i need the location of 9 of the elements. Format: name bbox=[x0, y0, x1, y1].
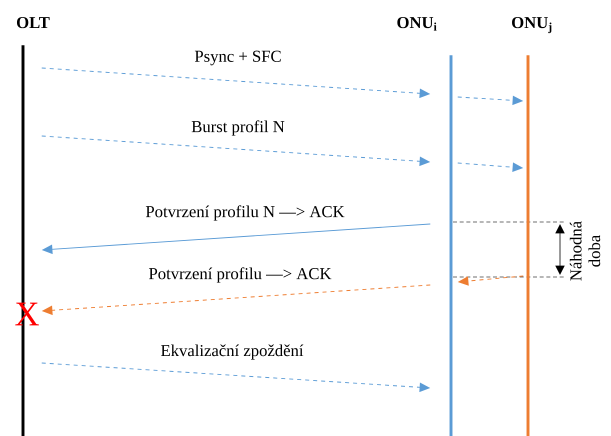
lifeline-header: OLT bbox=[16, 16, 50, 28]
edge-label: Burst profil N bbox=[190, 119, 286, 137]
dimension-label: Náhodná doba bbox=[570, 221, 600, 281]
edge-label: Potvrzení profilu N —> ACK bbox=[144, 204, 346, 222]
edge-label: Psync + SFC bbox=[193, 49, 283, 67]
lifeline-header: ONU$_{i}$ bbox=[397, 16, 437, 31]
lifeline-header: ONU$_{j}$ bbox=[512, 16, 552, 34]
edge-label: Ekvalizační zpoždění bbox=[159, 343, 305, 361]
edge-label: Potvrzení profilu —> ACK bbox=[147, 266, 333, 284]
